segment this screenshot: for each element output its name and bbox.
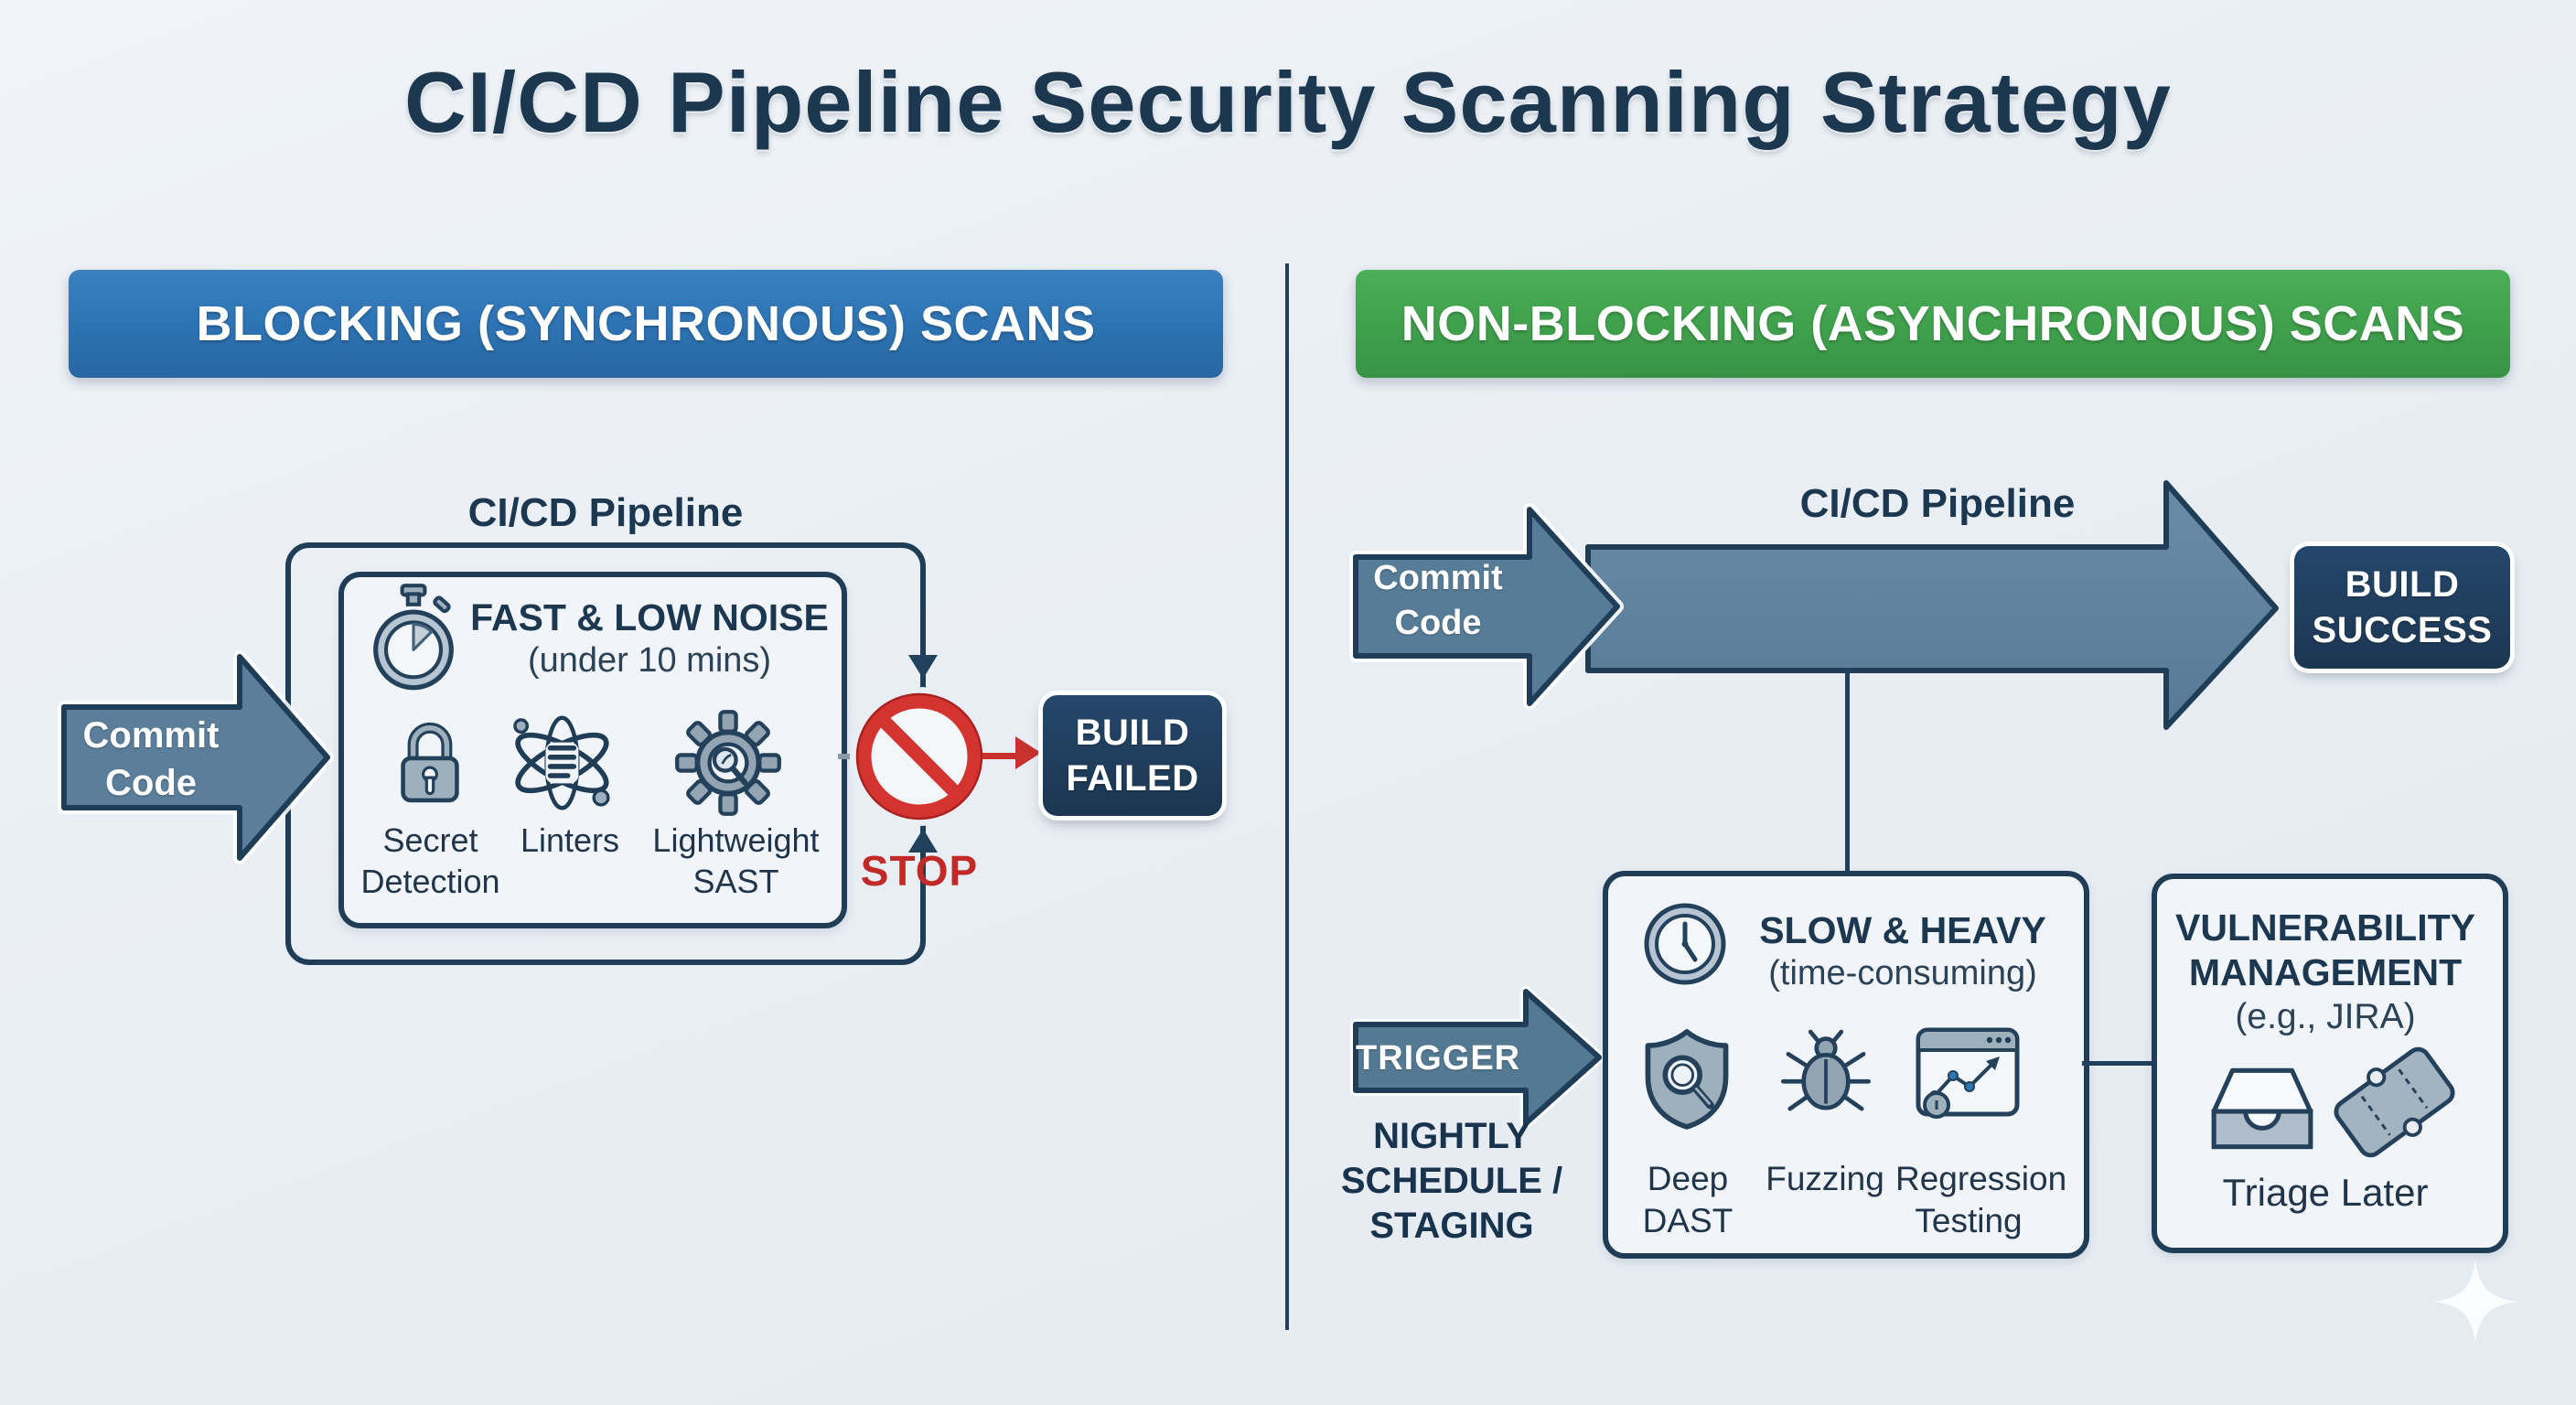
stop-label: STOP	[860, 847, 979, 895]
left-pipeline-label: CI/CD Pipeline	[467, 490, 744, 535]
right-commit-arrow-label: Commit Code	[1373, 559, 1503, 643]
slow-panel-subheading: (time-consuming)	[1768, 954, 2037, 992]
vuln-panel-title: VULNERABILITY MANAGEMENT	[2175, 906, 2475, 994]
fast-panel-heading: FAST & LOW NOISE	[470, 596, 829, 638]
right-commit-arrow	[1349, 503, 1624, 710]
gear-magnifier-icon	[675, 710, 781, 816]
build-failed-badge: BUILD FAILED	[1043, 695, 1222, 816]
build-success-badge: BUILD SUCCESS	[2294, 546, 2510, 669]
vuln-panel-caption: Triage Later	[2222, 1171, 2429, 1214]
atom-icon	[513, 715, 610, 810]
page-title: CI/CD Pipeline Security Scanning Strateg…	[404, 54, 2172, 150]
nonblocking-scans-header: NON-BLOCKING (ASYNCHRONOUS) SCANS	[1356, 270, 2510, 378]
vuln-panel-subtitle: (e.g., JIRA)	[2235, 997, 2416, 1036]
scan-label-deep-dast: Deep DAST	[1642, 1160, 1733, 1240]
slow-panel-heading: SLOW & HEAVY	[1759, 909, 2046, 951]
fast-panel-subheading: (under 10 mins)	[527, 641, 772, 680]
right-pipeline-label: CI/CD Pipeline	[1799, 481, 2076, 526]
pipeline-to-slow-connector	[1845, 668, 1850, 873]
scan-label-secret-detection: Secret Detection	[360, 821, 500, 900]
bug-icon	[1781, 1029, 1871, 1111]
trigger-caption: NIGHTLY SCHEDULE / STAGING	[1340, 1116, 1563, 1246]
scan-label-linters: Linters	[520, 821, 620, 859]
left-commit-arrow	[58, 650, 334, 864]
scan-label-fuzzing: Fuzzing	[1766, 1160, 1884, 1197]
left-commit-arrow-label: Commit Code	[82, 715, 220, 803]
lock-icon	[401, 722, 459, 803]
ticket-icon	[2315, 1025, 2474, 1179]
vuln-management-panel	[2152, 874, 2508, 1253]
browser-chart-icon	[1916, 1027, 2020, 1119]
clock-icon	[1644, 903, 1726, 985]
shield-magnifier-icon	[1645, 1029, 1729, 1130]
sparkle-icon	[2432, 1259, 2518, 1345]
inbox-icon	[2211, 1067, 2313, 1150]
slow-to-vuln-connector	[2082, 1061, 2153, 1066]
stop-to-failed-connector	[982, 753, 1017, 759]
stop-sign-icon	[850, 687, 989, 826]
pipeline-arrow	[1585, 480, 2279, 730]
arrowhead-up-icon	[908, 829, 938, 853]
stopwatch-icon	[373, 584, 454, 691]
trigger-arrow	[1350, 986, 1605, 1128]
red-arrowhead-icon	[1015, 736, 1041, 769]
fast-scan-panel	[338, 572, 847, 928]
section-divider	[1285, 263, 1289, 1330]
arrowhead-down-icon	[908, 655, 938, 679]
blocking-scans-header: BLOCKING (SYNCHRONOUS) SCANS	[69, 270, 1223, 378]
trigger-arrow-label: TRIGGER	[1356, 1039, 1521, 1078]
scan-label-regression-testing: Regression Testing	[1895, 1160, 2067, 1240]
scan-label-lightweight-sast: Lightweight SAST	[652, 821, 820, 900]
